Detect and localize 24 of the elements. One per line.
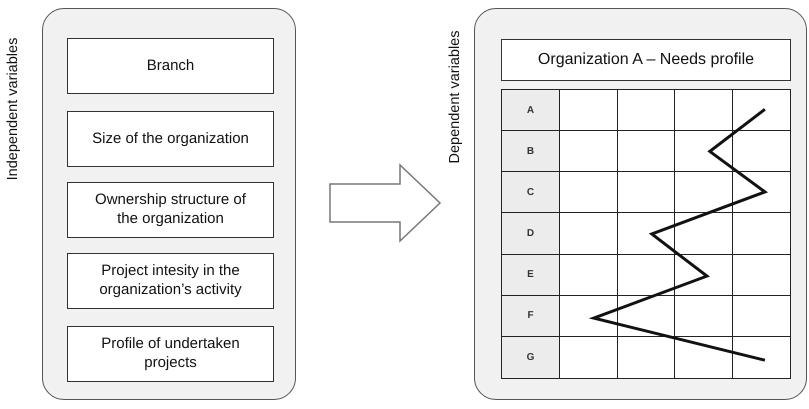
row-header: A (502, 90, 560, 132)
panel-heading: Dependent variables (446, 30, 464, 166)
box-text: Branch (146, 56, 194, 76)
block-arrow (329, 163, 442, 243)
box-text: Organization A – Needs profile (538, 50, 754, 70)
box-text: Profile of undertaken projects (100, 335, 241, 373)
panel-heading: Independent variables (4, 36, 22, 182)
row-header: D (502, 213, 560, 255)
variable-box (67, 253, 274, 309)
variable-box (67, 38, 274, 94)
title-box (501, 39, 791, 81)
row-header: E (502, 254, 560, 296)
variable-box (67, 111, 274, 167)
variable-box (67, 326, 274, 382)
row-header: G (502, 336, 560, 378)
box-text: Ownership structure of the organization (94, 191, 247, 229)
panel (42, 8, 296, 400)
box-text: Size of the organization (92, 130, 249, 148)
box-text: Project intesity in the organization’s activity (98, 262, 243, 300)
variable-box (67, 182, 274, 238)
row-header: F (502, 296, 560, 337)
row-header: B (502, 131, 560, 172)
panel (474, 8, 807, 400)
row-header: C (502, 172, 560, 214)
